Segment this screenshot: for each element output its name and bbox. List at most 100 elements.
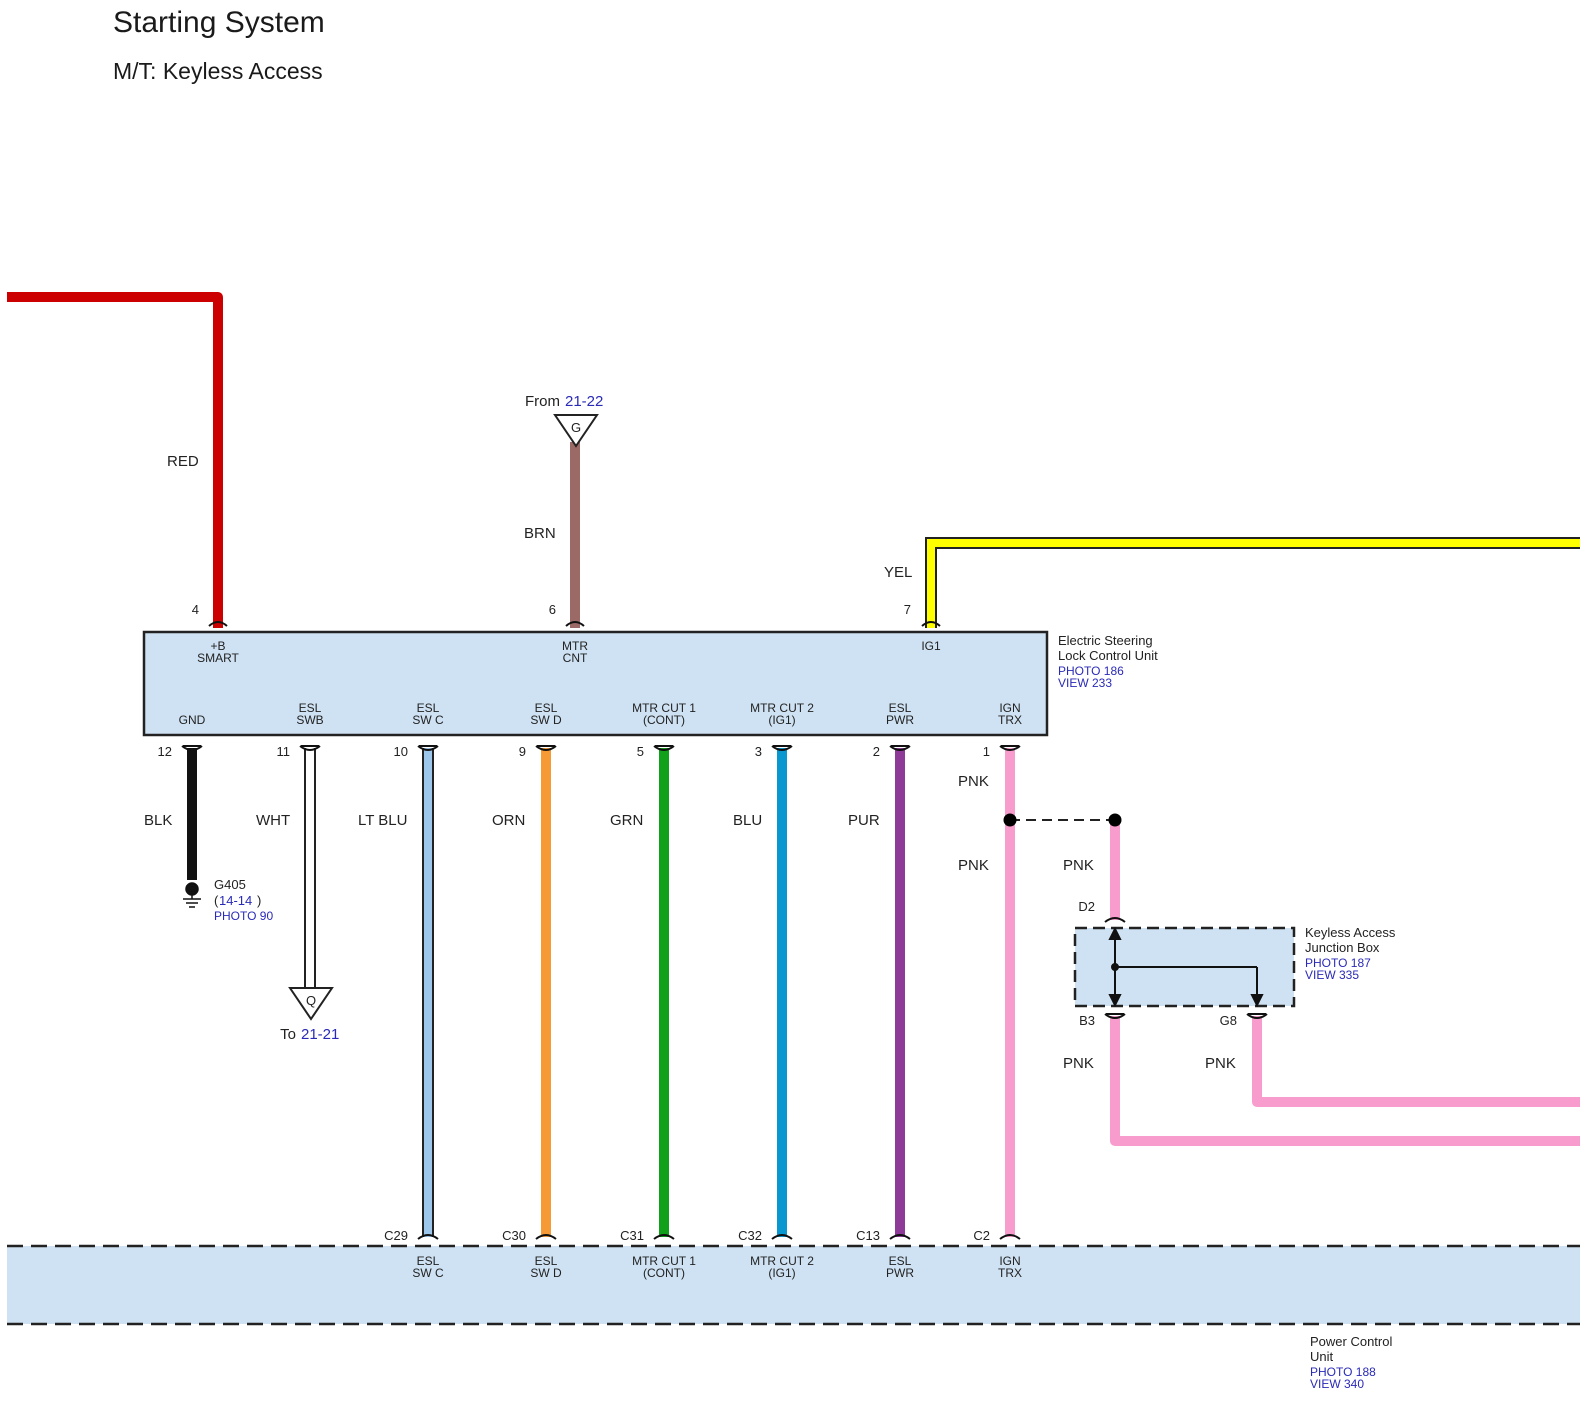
wire-label-brn: BRN <box>524 525 556 542</box>
esl-top-pin-4: 4 <box>192 602 199 617</box>
pcu-pin-name: ESL <box>417 1254 440 1268</box>
pcu-pin-name: PWR <box>886 1266 914 1280</box>
wire-label-pnk-4: PNK <box>1063 1055 1094 1072</box>
esl-bottom-pin-name: ESL <box>417 701 440 715</box>
pcu-name: Unit <box>1310 1349 1334 1364</box>
esl-bottom-pin-name: SW C <box>412 713 444 727</box>
pcu-box[interactable] <box>7 1246 1580 1324</box>
wire-label-blk: BLK <box>144 812 172 829</box>
esl-bottom-pin-name: GND <box>179 713 206 727</box>
pcu-photo-link[interactable]: PHOTO 188 <box>1310 1365 1376 1379</box>
esl-top-pin-name: MTR <box>562 639 588 653</box>
pcu-view-link[interactable]: VIEW 340 <box>1310 1377 1364 1391</box>
connector-marks <box>181 621 1268 1240</box>
esl-bottom-pin-name: MTR CUT 1 <box>632 701 696 715</box>
pcu-pin-name: SW C <box>412 1266 444 1280</box>
esl-bottom-pin-num: 11 <box>277 744 291 759</box>
wire-pnk-b3[interactable] <box>1110 1016 1580 1146</box>
pcu-pin-name: IGN <box>999 1254 1020 1268</box>
ground-icon <box>183 882 201 908</box>
kajb-name: Keyless Access <box>1305 925 1396 940</box>
esl-bottom-pin-num: 2 <box>873 744 880 759</box>
from-connector-triangle[interactable] <box>553 414 599 448</box>
esl-unit-name: Lock Control Unit <box>1058 648 1158 663</box>
wire-pnk-g8[interactable] <box>1252 1016 1580 1107</box>
page-title: Starting System <box>113 6 325 39</box>
pcu-pin-num: C2 <box>973 1228 990 1243</box>
to-page-link[interactable]: 21-21 <box>301 1026 339 1043</box>
esl-unit-box[interactable] <box>142 630 1049 737</box>
esl-bottom-pin-name: SW D <box>530 713 562 727</box>
wire-red[interactable] <box>7 292 223 628</box>
esl-top-pin-name: CNT <box>563 651 588 665</box>
to-label: To <box>280 1026 296 1043</box>
pcu-pin-num: C31 <box>620 1228 644 1243</box>
wire-label-pnk-1: PNK <box>958 773 989 790</box>
from-connector-letter: G <box>571 420 581 435</box>
pcu-pin-num: C13 <box>856 1228 880 1243</box>
esl-bottom-pin-num: 5 <box>637 744 644 759</box>
pcu-name: Power Control <box>1310 1334 1392 1349</box>
wire-label-yel: YEL <box>884 564 912 581</box>
splice-dot-left <box>1003 813 1017 827</box>
wire-label-pnk-2: PNK <box>958 857 989 874</box>
esl-bottom-pin-name: ESL <box>535 701 558 715</box>
to-connector-letter: Q <box>306 993 316 1008</box>
wire-label-pur: PUR <box>848 812 880 829</box>
pcu-pin-name: ESL <box>889 1254 912 1268</box>
wire-label-wht: WHT <box>256 812 290 829</box>
kajb-pin-b3: B3 <box>1079 1013 1095 1028</box>
esl-bottom-pin-name: PWR <box>886 713 914 727</box>
ground-photo-link[interactable]: PHOTO 90 <box>214 909 273 923</box>
esl-bottom-pin-name: TRX <box>998 713 1022 727</box>
esl-bottom-pin-name: MTR CUT 2 <box>750 701 814 715</box>
ground-ref-close: ) <box>257 893 261 908</box>
esl-bottom-pin-name: (IG1) <box>768 713 795 727</box>
esl-bottom-pin-name: IGN <box>999 701 1020 715</box>
splice-dot-right <box>1108 813 1122 827</box>
pcu-pin-name: (CONT) <box>643 1266 685 1280</box>
kajb-internal <box>1108 926 1264 1008</box>
kajb-view-link[interactable]: VIEW 335 <box>1305 968 1359 982</box>
esl-bottom-pin-num: 9 <box>519 744 526 759</box>
ground-ref-open: ( <box>214 893 219 908</box>
from-page-link[interactable]: 21-22 <box>565 393 603 410</box>
pcu-pin-name: (IG1) <box>768 1266 795 1280</box>
pcu-pin-num: C32 <box>738 1228 762 1243</box>
kajb-pin-d2: D2 <box>1078 899 1095 914</box>
ground-ref-link[interactable]: 14-14 <box>219 893 252 908</box>
esl-top-pin-name: +B <box>210 639 225 653</box>
esl-photo-link[interactable]: PHOTO 186 <box>1058 664 1124 678</box>
wire-label-pnk-3: PNK <box>1063 857 1094 874</box>
kajb-pin-g8: G8 <box>1220 1013 1237 1028</box>
wire-label-blu: BLU <box>733 812 762 829</box>
esl-bottom-pin-num: 1 <box>983 744 990 759</box>
kajb-photo-link[interactable]: PHOTO 187 <box>1305 956 1371 970</box>
pcu-pin-name: TRX <box>998 1266 1022 1280</box>
pcu-pin-name: ESL <box>535 1254 558 1268</box>
pcu-pin-num: C29 <box>384 1228 408 1243</box>
pcu-pin-name: MTR CUT 2 <box>750 1254 814 1268</box>
esl-bottom-pin-name: ESL <box>889 701 912 715</box>
esl-view-link[interactable]: VIEW 233 <box>1058 676 1112 690</box>
kajb-name: Junction Box <box>1305 940 1380 955</box>
esl-top-pin-7: 7 <box>904 602 911 617</box>
esl-top-pin-name: SMART <box>197 651 239 665</box>
wire-label-ltblu: LT BLU <box>358 812 407 829</box>
esl-bottom-pin-num: 3 <box>755 744 762 759</box>
esl-bottom-pin-num: 12 <box>158 744 172 759</box>
wire-yel[interactable] <box>927 539 1580 628</box>
pcu-pin-num: C30 <box>502 1228 526 1243</box>
esl-top-pin-name: IG1 <box>921 639 941 653</box>
pcu-pin-name: SW D <box>530 1266 562 1280</box>
from-label: From <box>525 393 560 410</box>
esl-bottom-pin-num: 10 <box>394 744 408 759</box>
ground-id: G405 <box>214 877 246 892</box>
wire-label-grn: GRN <box>610 812 643 829</box>
pcu-pin-name: MTR CUT 1 <box>632 1254 696 1268</box>
wire-label-orn: ORN <box>492 812 525 829</box>
esl-bottom-pin-name: ESL <box>299 701 322 715</box>
to-connector-triangle[interactable] <box>288 987 334 1021</box>
esl-top-pin-6: 6 <box>549 602 556 617</box>
